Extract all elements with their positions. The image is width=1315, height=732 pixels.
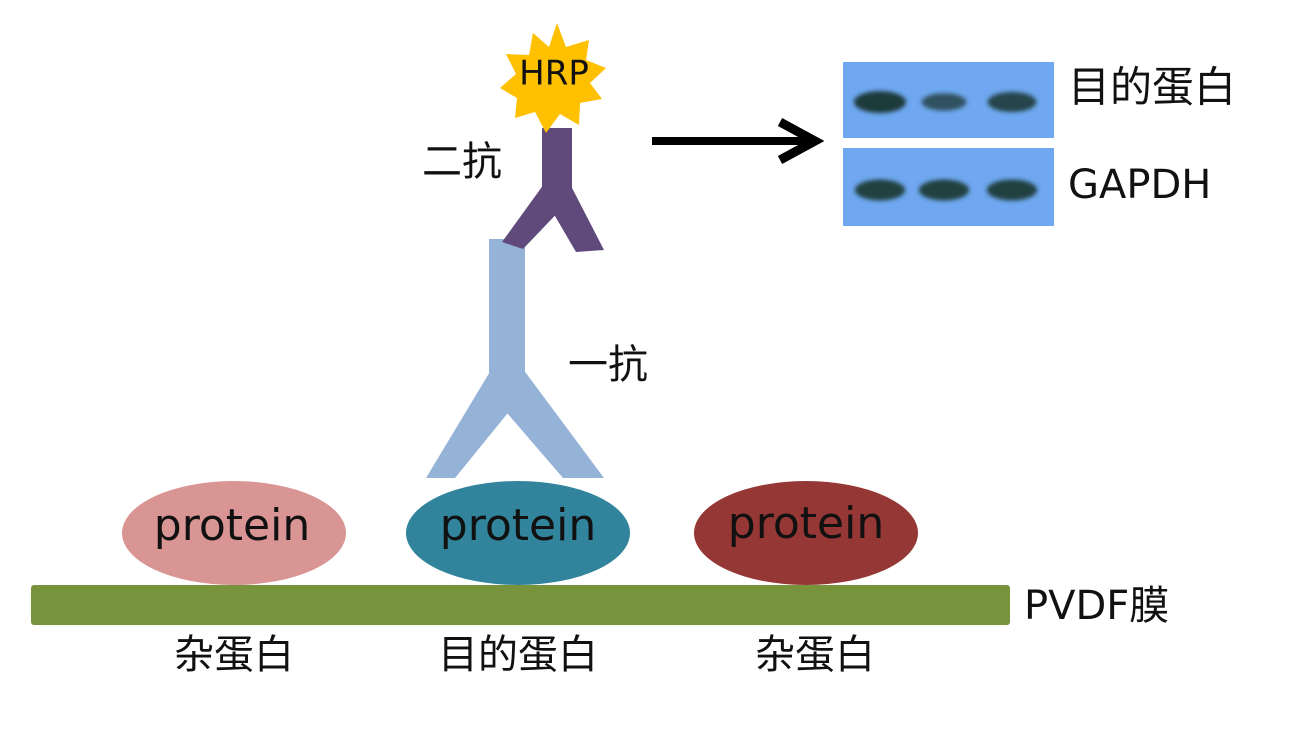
blot-panel-control — [843, 148, 1054, 226]
blot-band — [921, 93, 967, 111]
pvdf-membrane — [31, 585, 1010, 625]
protein-caption: 杂蛋白 — [174, 632, 294, 678]
blot-band — [987, 92, 1037, 112]
protein-label: protein — [728, 498, 884, 549]
primary-antibody-stem — [489, 239, 525, 379]
blot-bands-control — [854, 179, 1038, 201]
blot-band — [854, 179, 906, 201]
protein-left: protein 杂蛋白 — [122, 481, 346, 678]
primary-antibody-right-arm — [489, 365, 604, 478]
protein-caption: 杂蛋白 — [755, 632, 875, 678]
primary-antibody — [426, 239, 604, 478]
blot-bands-target — [854, 91, 1037, 113]
protein-caption: 目的蛋白 — [438, 632, 598, 678]
secondary-antibody-label: 二抗 — [422, 139, 502, 185]
secondary-antibody-left-arm — [502, 184, 566, 249]
membrane-label: PVDF膜 — [1024, 583, 1169, 629]
arrow-right-icon — [652, 118, 825, 164]
blot-control-label: GAPDH — [1068, 162, 1211, 208]
blot-band — [986, 179, 1038, 201]
blot-panel-target — [843, 62, 1054, 138]
primary-antibody-label: 一抗 — [568, 342, 648, 388]
blot-target-label: 目的蛋白 — [1068, 63, 1236, 112]
secondary-antibody-right-arm — [548, 184, 604, 252]
protein-ellipse — [406, 481, 630, 585]
blot-band — [918, 179, 970, 201]
hrp-label: HRP — [519, 54, 589, 94]
protein-ellipse — [122, 481, 346, 585]
protein-center: protein 目的蛋白 — [406, 481, 630, 678]
protein-right: protein 杂蛋白 — [694, 481, 918, 678]
secondary-antibody — [502, 128, 604, 252]
protein-ellipse — [694, 481, 918, 585]
protein-label: protein — [440, 500, 596, 551]
hrp-starburst-icon — [500, 23, 606, 133]
blot-band — [854, 91, 906, 113]
protein-label: protein — [154, 500, 310, 551]
